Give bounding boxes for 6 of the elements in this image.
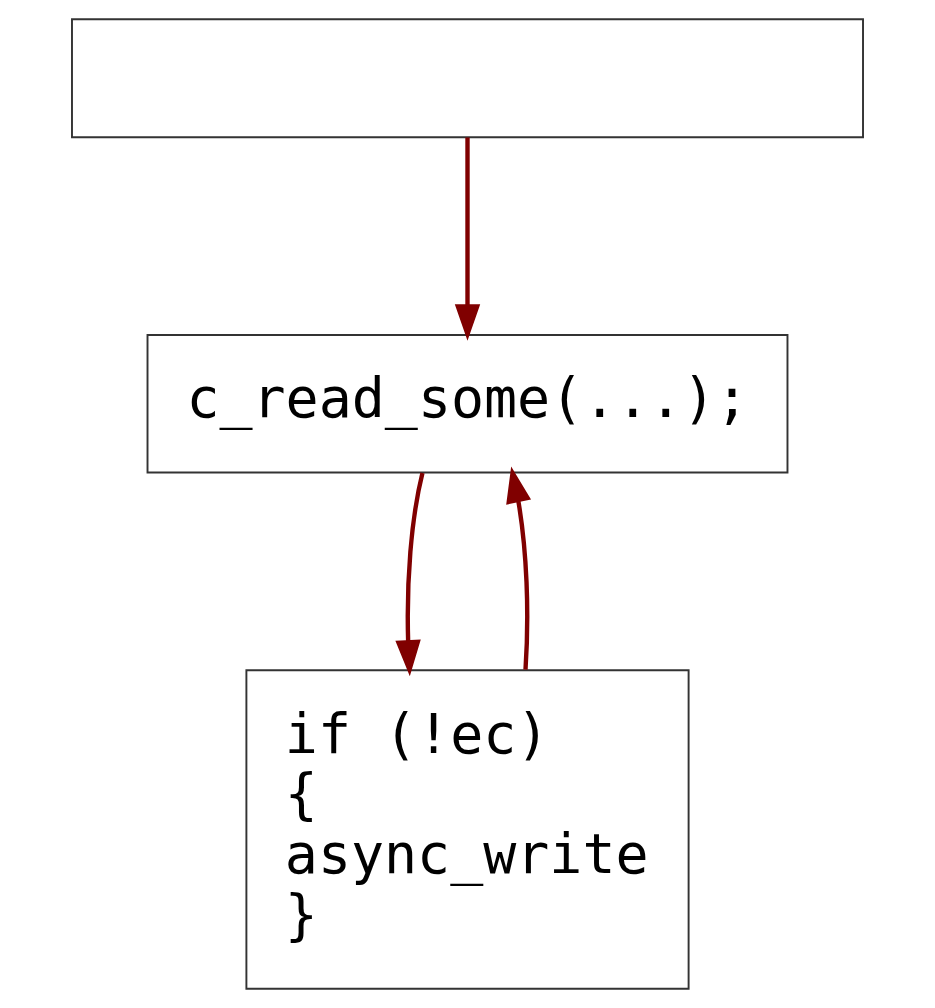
node-box: c_read_some(...); (146, 334, 789, 474)
arrow (506, 466, 532, 670)
arrow (395, 472, 425, 677)
arrow (454, 137, 481, 341)
node-box: if (!ec) { async_write } (245, 669, 690, 990)
node-box (71, 18, 864, 139)
